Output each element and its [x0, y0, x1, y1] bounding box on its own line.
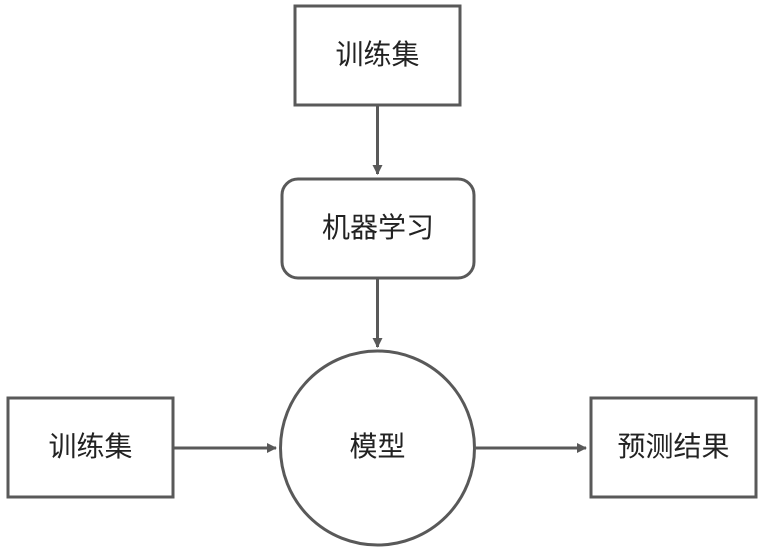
- training-set-node-top: 训练集: [293, 4, 462, 107]
- machine-learning-box: [280, 177, 476, 280]
- model-circle: [279, 349, 476, 547]
- machine-learning-node: 机器学习: [280, 177, 476, 280]
- training-set-label-left: 训练集: [48, 430, 132, 463]
- prediction-result-label: 预测结果: [617, 430, 729, 463]
- training-set-node-left: 训练集: [6, 396, 175, 499]
- training-set-label-top: 训练集: [335, 38, 419, 71]
- machine-learning-label: 机器学习: [322, 211, 434, 244]
- training-set-box-top: [293, 4, 462, 107]
- training-set-box-left: [6, 396, 175, 499]
- model-node: 模型: [279, 349, 476, 547]
- model-label: 模型: [349, 430, 405, 463]
- prediction-result-box: [589, 396, 758, 499]
- prediction-result-node: 预测结果: [589, 396, 758, 499]
